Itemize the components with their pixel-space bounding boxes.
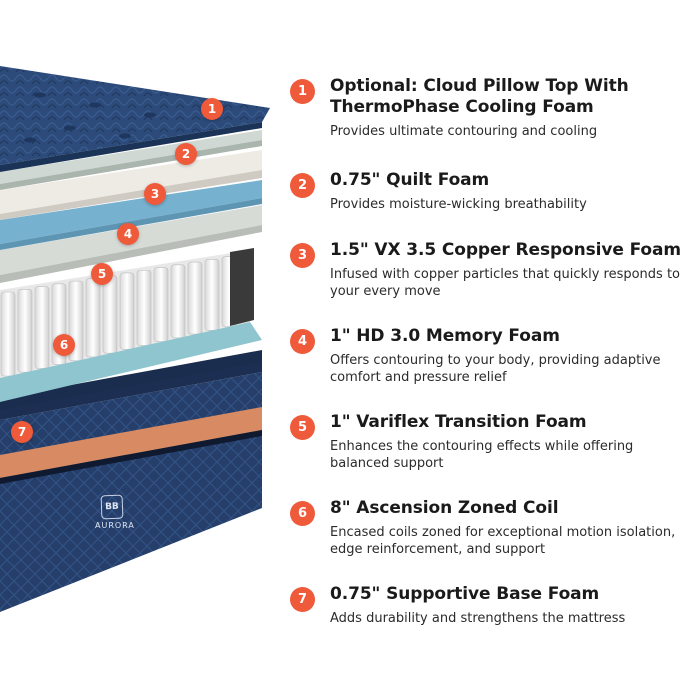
layer-title: 1" Variflex Transition Foam — [330, 412, 587, 432]
layer-2-shape — [0, 130, 262, 184]
layer-description: Provides ultimate contouring and cooling — [330, 124, 598, 139]
layer-number-badge: 6 — [290, 501, 315, 526]
layer-item-3: 3 1.5" VX 3.5 Copper Responsive Foam Inf… — [288, 240, 698, 326]
layer-title: 0.75" Quilt Foam — [330, 170, 490, 190]
layer-title: 8" Ascension Zoned Coil — [330, 498, 559, 518]
coil-pocket — [153, 267, 169, 343]
layer-item-6: 6 8" Ascension Zoned Coil Encased coils … — [288, 498, 698, 584]
mattress-cutaway-illustration: 1 2 3 4 5 6 7 BB AURORA — [0, 0, 290, 700]
coil-pocket — [136, 269, 152, 346]
layer-1-pillow-top — [0, 66, 270, 172]
brand-monogram-logo: BB — [100, 494, 124, 520]
callout-2: 2 — [175, 143, 197, 165]
layer-list: 1 Optional: Cloud Pillow Top With Thermo… — [288, 76, 698, 644]
callout-1: 1 — [201, 98, 223, 120]
layer-number-badge: 5 — [290, 415, 315, 440]
layer-7-foam — [0, 322, 262, 402]
layer-description: Encased coils zoned for exceptional moti… — [330, 525, 676, 557]
layer-description: Enhances the contouring effects while of… — [330, 439, 634, 471]
layer-description: Infused with copper particles that quick… — [330, 267, 681, 299]
coil-pocket — [17, 288, 33, 373]
layer-item-5: 5 1" Variflex Transition Foam Enhances t… — [288, 412, 698, 498]
layer-item-7: 7 0.75" Supportive Base Foam Adds durabi… — [288, 584, 698, 644]
layer-description: Provides moisture-wicking breathability — [330, 197, 587, 212]
layer-number-badge: 3 — [290, 243, 315, 268]
layer-7-shape — [0, 350, 262, 410]
callout-4: 4 — [117, 223, 139, 245]
brand-name: AURORA — [95, 521, 135, 530]
layer-number-badge: 7 — [290, 587, 315, 612]
coil-pocket — [0, 291, 16, 377]
coil-pocket — [85, 278, 101, 358]
coil-pocket — [187, 261, 203, 335]
layer-4-shape — [0, 180, 262, 244]
callout-3: 3 — [144, 183, 166, 205]
layer-number-badge: 4 — [290, 329, 315, 354]
layer-number-badge: 1 — [290, 79, 315, 104]
layer-item-2: 2 0.75" Quilt Foam Provides moisture-wic… — [288, 170, 698, 240]
layer-description: Adds durability and strengthens the matt… — [330, 611, 626, 626]
layer-title: 0.75" Supportive Base Foam — [330, 584, 600, 604]
copper-band — [0, 407, 262, 478]
callout-7: 7 — [11, 421, 33, 443]
coil-pocket — [34, 286, 50, 369]
layer-title: Optional: Cloud Pillow Top With ThermoPh… — [330, 76, 629, 117]
layer-item-4: 4 1" HD 3.0 Memory Foam Offers contourin… — [288, 326, 698, 412]
coil-pocket — [170, 264, 186, 339]
coil-pocket — [119, 272, 135, 350]
layer-number-badge: 2 — [290, 173, 315, 198]
coil-pocket — [102, 275, 118, 354]
mattress-illustration-svg — [0, 66, 270, 612]
layer-title: 1.5" VX 3.5 Copper Responsive Foam — [330, 240, 681, 260]
layer-title: 1" HD 3.0 Memory Foam — [330, 326, 560, 346]
layer-3-shape — [0, 150, 262, 214]
callout-5: 5 — [91, 263, 113, 285]
layer-item-1: 1 Optional: Cloud Pillow Top With Thermo… — [288, 76, 698, 170]
coil-pocket — [204, 259, 220, 331]
callout-6: 6 — [53, 334, 75, 356]
layer-description: Offers contouring to your body, providin… — [330, 353, 661, 385]
